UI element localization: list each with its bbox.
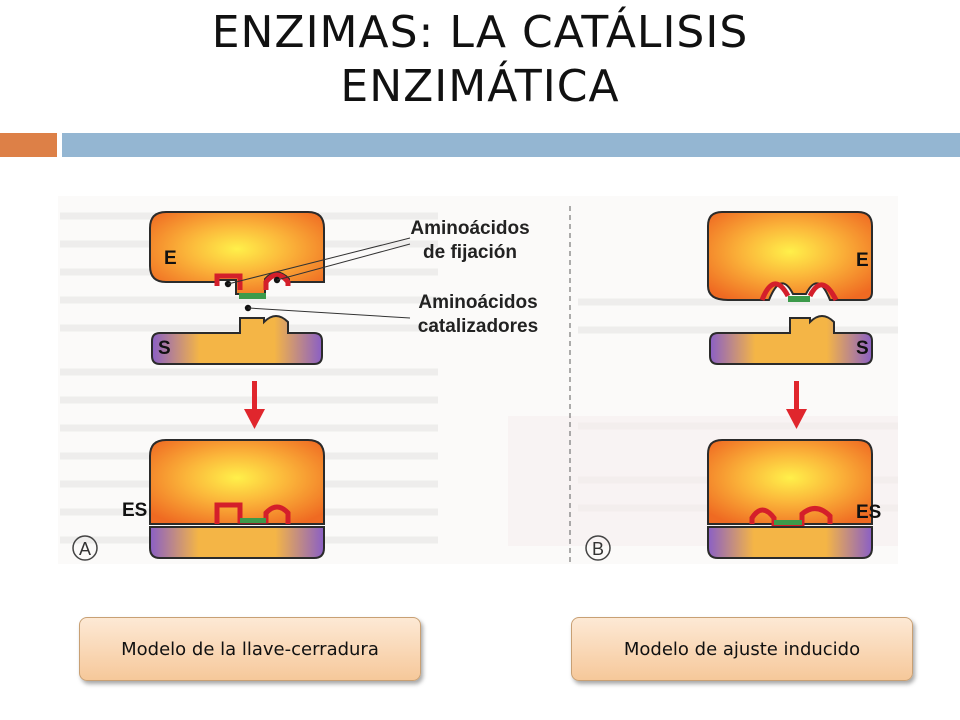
complex-catalytic-a <box>240 518 266 523</box>
caption-lock-and-key: Modelo de la llave-cerradura <box>79 617 421 681</box>
substrate-shape-a <box>151 315 323 365</box>
complex-enzyme-b <box>707 439 873 525</box>
label-catalizadores-line1: Aminoácidos <box>418 292 537 313</box>
caption-left-text: Modelo de la llave-cerradura <box>121 638 379 660</box>
panel-a-badge <box>72 535 98 561</box>
complex-substrate-a <box>149 526 325 559</box>
caption-induced-fit: Modelo de ajuste inducido <box>571 617 913 681</box>
label-s-a: S <box>158 338 171 359</box>
label-fijacion-line1: Aminoácidos <box>410 218 529 239</box>
enzyme-shape-b-top <box>707 211 873 301</box>
caption-right-text: Modelo de ajuste inducido <box>623 638 861 660</box>
label-fijacion-line2: de fijación <box>423 242 517 263</box>
catalytic-site-a-top <box>239 293 266 299</box>
enzyme-model-figure: E S ES A Aminoácidos de fijación Aminoác… <box>58 196 898 564</box>
label-es-a: ES <box>122 500 147 521</box>
complex-enzyme-a <box>149 439 325 525</box>
panel-b-letter: B <box>592 539 604 559</box>
binding-site-curve-a-top <box>263 272 291 290</box>
accent-bar-blue <box>62 133 960 157</box>
complex-site-a <box>214 502 291 524</box>
substrate-shape-b <box>709 315 873 365</box>
accent-bar-orange <box>0 133 57 157</box>
binding-site-b-top <box>759 281 791 301</box>
reaction-arrow-a <box>244 381 265 429</box>
label-s-b: S <box>856 338 869 359</box>
complex-catalytic-b <box>774 520 802 525</box>
label-e-b: E <box>856 250 869 271</box>
label-e-a: E <box>164 248 177 269</box>
reaction-arrow-b <box>786 381 807 429</box>
binding-site-curve-b-top <box>807 282 839 302</box>
label-catalizadores-line2: catalizadores <box>418 316 538 337</box>
slide-title: ENZIMAS: LA CATÁLISIS ENZIMÁTICA <box>0 6 960 114</box>
title-line-1: ENZIMAS: LA CATÁLISIS <box>211 7 749 58</box>
complex-substrate-b <box>707 526 873 559</box>
panel-b-badge <box>585 535 611 561</box>
catalytic-site-b-top <box>788 296 810 302</box>
label-es-b: ES <box>856 502 881 523</box>
binding-site-a-top <box>214 273 243 290</box>
title-line-2: ENZIMÁTICA <box>340 61 620 112</box>
annotation-lines <box>227 237 411 319</box>
panel-a-letter: A <box>79 539 91 559</box>
